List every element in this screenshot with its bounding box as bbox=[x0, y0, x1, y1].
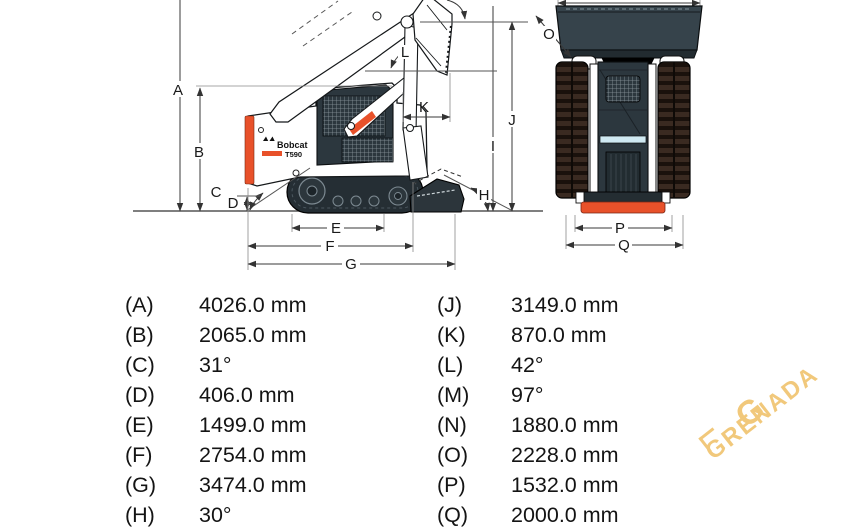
spec-key: (B) bbox=[125, 322, 154, 347]
spec-key: (D) bbox=[125, 382, 155, 407]
dim-label-a: A bbox=[173, 82, 183, 99]
spec-row: (B) 2065.0 mm bbox=[125, 320, 307, 350]
dim-label-i: I bbox=[491, 138, 495, 155]
spec-key: (P) bbox=[437, 472, 466, 497]
spec-key: (N) bbox=[437, 412, 467, 437]
spec-value: 97° bbox=[511, 382, 544, 407]
spec-key: (G) bbox=[125, 472, 157, 497]
spec-value: 31° bbox=[199, 352, 232, 377]
watermark-bracket bbox=[698, 427, 724, 453]
ground-bucket bbox=[409, 168, 465, 213]
spec-value: 2228.0 mm bbox=[511, 442, 619, 467]
dim-label-q: Q bbox=[618, 237, 630, 254]
spec-row: (A) 4026.0 mm bbox=[125, 290, 307, 320]
side-view: Bobcat T590 bbox=[133, 0, 543, 214]
front-body bbox=[597, 61, 649, 197]
spec-value: 3149.0 mm bbox=[511, 292, 619, 317]
spec-row: (K) 870.0 mm bbox=[437, 320, 619, 350]
dim-label-l: L bbox=[401, 44, 409, 61]
dim-label-d: D bbox=[228, 195, 239, 212]
dim-label-o: O bbox=[543, 26, 555, 43]
dim-label-f: F bbox=[325, 238, 334, 255]
dim-label-k: K bbox=[419, 99, 429, 116]
spec-row: (L) 42° bbox=[437, 350, 619, 380]
spec-value: 870.0 mm bbox=[511, 322, 607, 347]
spec-value: 1499.0 mm bbox=[199, 412, 307, 437]
spec-key: (O) bbox=[437, 442, 469, 467]
spec-value: 30° bbox=[199, 502, 232, 527]
spec-row: (J) 3149.0 mm bbox=[437, 290, 619, 320]
spec-value: 2065.0 mm bbox=[199, 322, 307, 347]
spec-value: 1532.0 mm bbox=[511, 472, 619, 497]
spec-key: (Q) bbox=[437, 502, 469, 527]
dump-bucket bbox=[412, 0, 453, 76]
spec-row: (P) 1532.0 mm bbox=[437, 470, 619, 500]
spec-key: (K) bbox=[437, 322, 466, 347]
spec-value: 2000.0 mm bbox=[511, 502, 619, 527]
dim-label-j: J bbox=[508, 112, 516, 129]
dimension-diagram: Bobcat T590 A B C D E F bbox=[133, 0, 703, 273]
side-track bbox=[286, 170, 424, 214]
dimension-lines-side: A B C D E F G H I bbox=[170, 0, 528, 273]
spec-table-left: (A) 4026.0 mm (B) 2065.0 mm (C) 31° (D) 406.… bbox=[125, 290, 307, 530]
spec-row: (E) 1499.0 mm bbox=[125, 410, 307, 440]
spec-table-right: (J) 3149.0 mm (K) 870.0 mm (L) 42° (M) 97° (… bbox=[437, 290, 619, 530]
spec-value: 42° bbox=[511, 352, 544, 377]
spec-key: (F) bbox=[125, 442, 153, 467]
spec-key: (E) bbox=[125, 412, 154, 437]
spec-row: (H) 30° bbox=[125, 500, 307, 530]
watermark-text: GRENADA bbox=[700, 360, 824, 466]
spec-key: (L) bbox=[437, 352, 464, 377]
spec-row: (C) 31° bbox=[125, 350, 307, 380]
dim-label-e: E bbox=[331, 220, 341, 237]
spec-key: (J) bbox=[437, 292, 463, 317]
spec-value: 2754.0 mm bbox=[199, 442, 307, 467]
spec-row: (G) 3474.0 mm bbox=[125, 470, 307, 500]
dim-label-c: C bbox=[211, 184, 222, 201]
spec-row: (N) 1880.0 mm bbox=[437, 410, 619, 440]
spec-row: (M) 97° bbox=[437, 380, 619, 410]
spec-row: (O) 2228.0 mm bbox=[437, 440, 619, 470]
spec-row: (Q) 2000.0 mm bbox=[437, 500, 619, 530]
front-view: O P Q bbox=[535, 0, 703, 254]
spec-value: 406.0 mm bbox=[199, 382, 295, 407]
rear-orange-strip bbox=[244, 115, 255, 185]
spec-key: (C) bbox=[125, 352, 155, 377]
front-tracks bbox=[555, 61, 691, 199]
brand-text: Bobcat bbox=[277, 140, 308, 150]
spec-value: 4026.0 mm bbox=[199, 292, 307, 317]
dim-label-b: B bbox=[194, 144, 204, 161]
front-bucket bbox=[555, 5, 703, 59]
front-orange-blade bbox=[580, 201, 666, 214]
spec-value: 3474.0 mm bbox=[199, 472, 307, 497]
spec-row: (F) 2754.0 mm bbox=[125, 440, 307, 470]
dim-label-h: H bbox=[479, 187, 490, 204]
bobcat-logo: Bobcat T590 bbox=[262, 136, 308, 159]
model-text: T590 bbox=[285, 150, 302, 159]
dim-label-g: G bbox=[345, 256, 357, 273]
dim-label-p: P bbox=[615, 220, 625, 237]
spec-key: (A) bbox=[125, 292, 154, 317]
spec-key: (M) bbox=[437, 382, 470, 407]
spec-key: (H) bbox=[125, 502, 155, 527]
spec-row: (D) 406.0 mm bbox=[125, 380, 307, 410]
spec-value: 1880.0 mm bbox=[511, 412, 619, 437]
watermark-logo: G bbox=[728, 389, 772, 435]
